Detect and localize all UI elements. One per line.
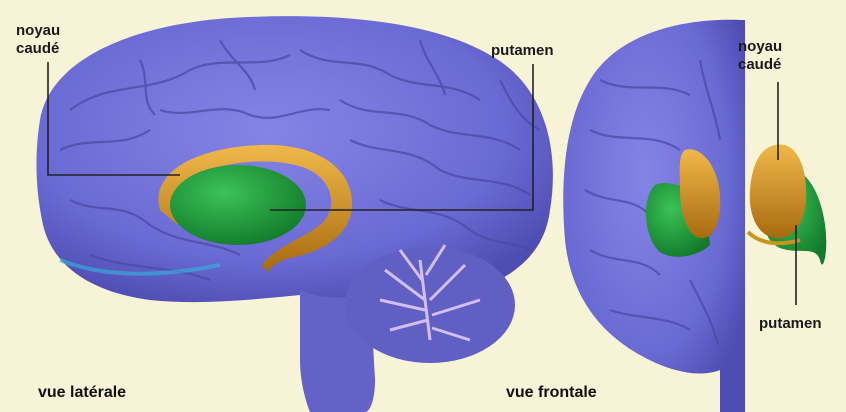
caption-frontal-view: vue frontale xyxy=(506,384,597,402)
cerebellum-lateral xyxy=(345,247,515,363)
label-caudate-frontal-line1: noyau xyxy=(738,38,782,56)
label-caudate-frontal-line2: caudé xyxy=(738,56,782,74)
label-caudate-lateral: noyau caudé xyxy=(16,22,60,58)
label-caudate-lateral-line1: noyau xyxy=(16,22,60,40)
label-caudate-lateral-line2: caudé xyxy=(16,40,60,58)
label-caudate-frontal: noyau caudé xyxy=(738,38,782,74)
label-putamen-lateral: putamen xyxy=(491,42,554,60)
putamen-lateral xyxy=(170,165,306,245)
label-putamen-frontal: putamen xyxy=(759,315,822,333)
frontal-view-brain xyxy=(563,20,826,412)
lateral-view-brain xyxy=(36,16,552,412)
caption-lateral-view: vue latérale xyxy=(38,384,126,402)
